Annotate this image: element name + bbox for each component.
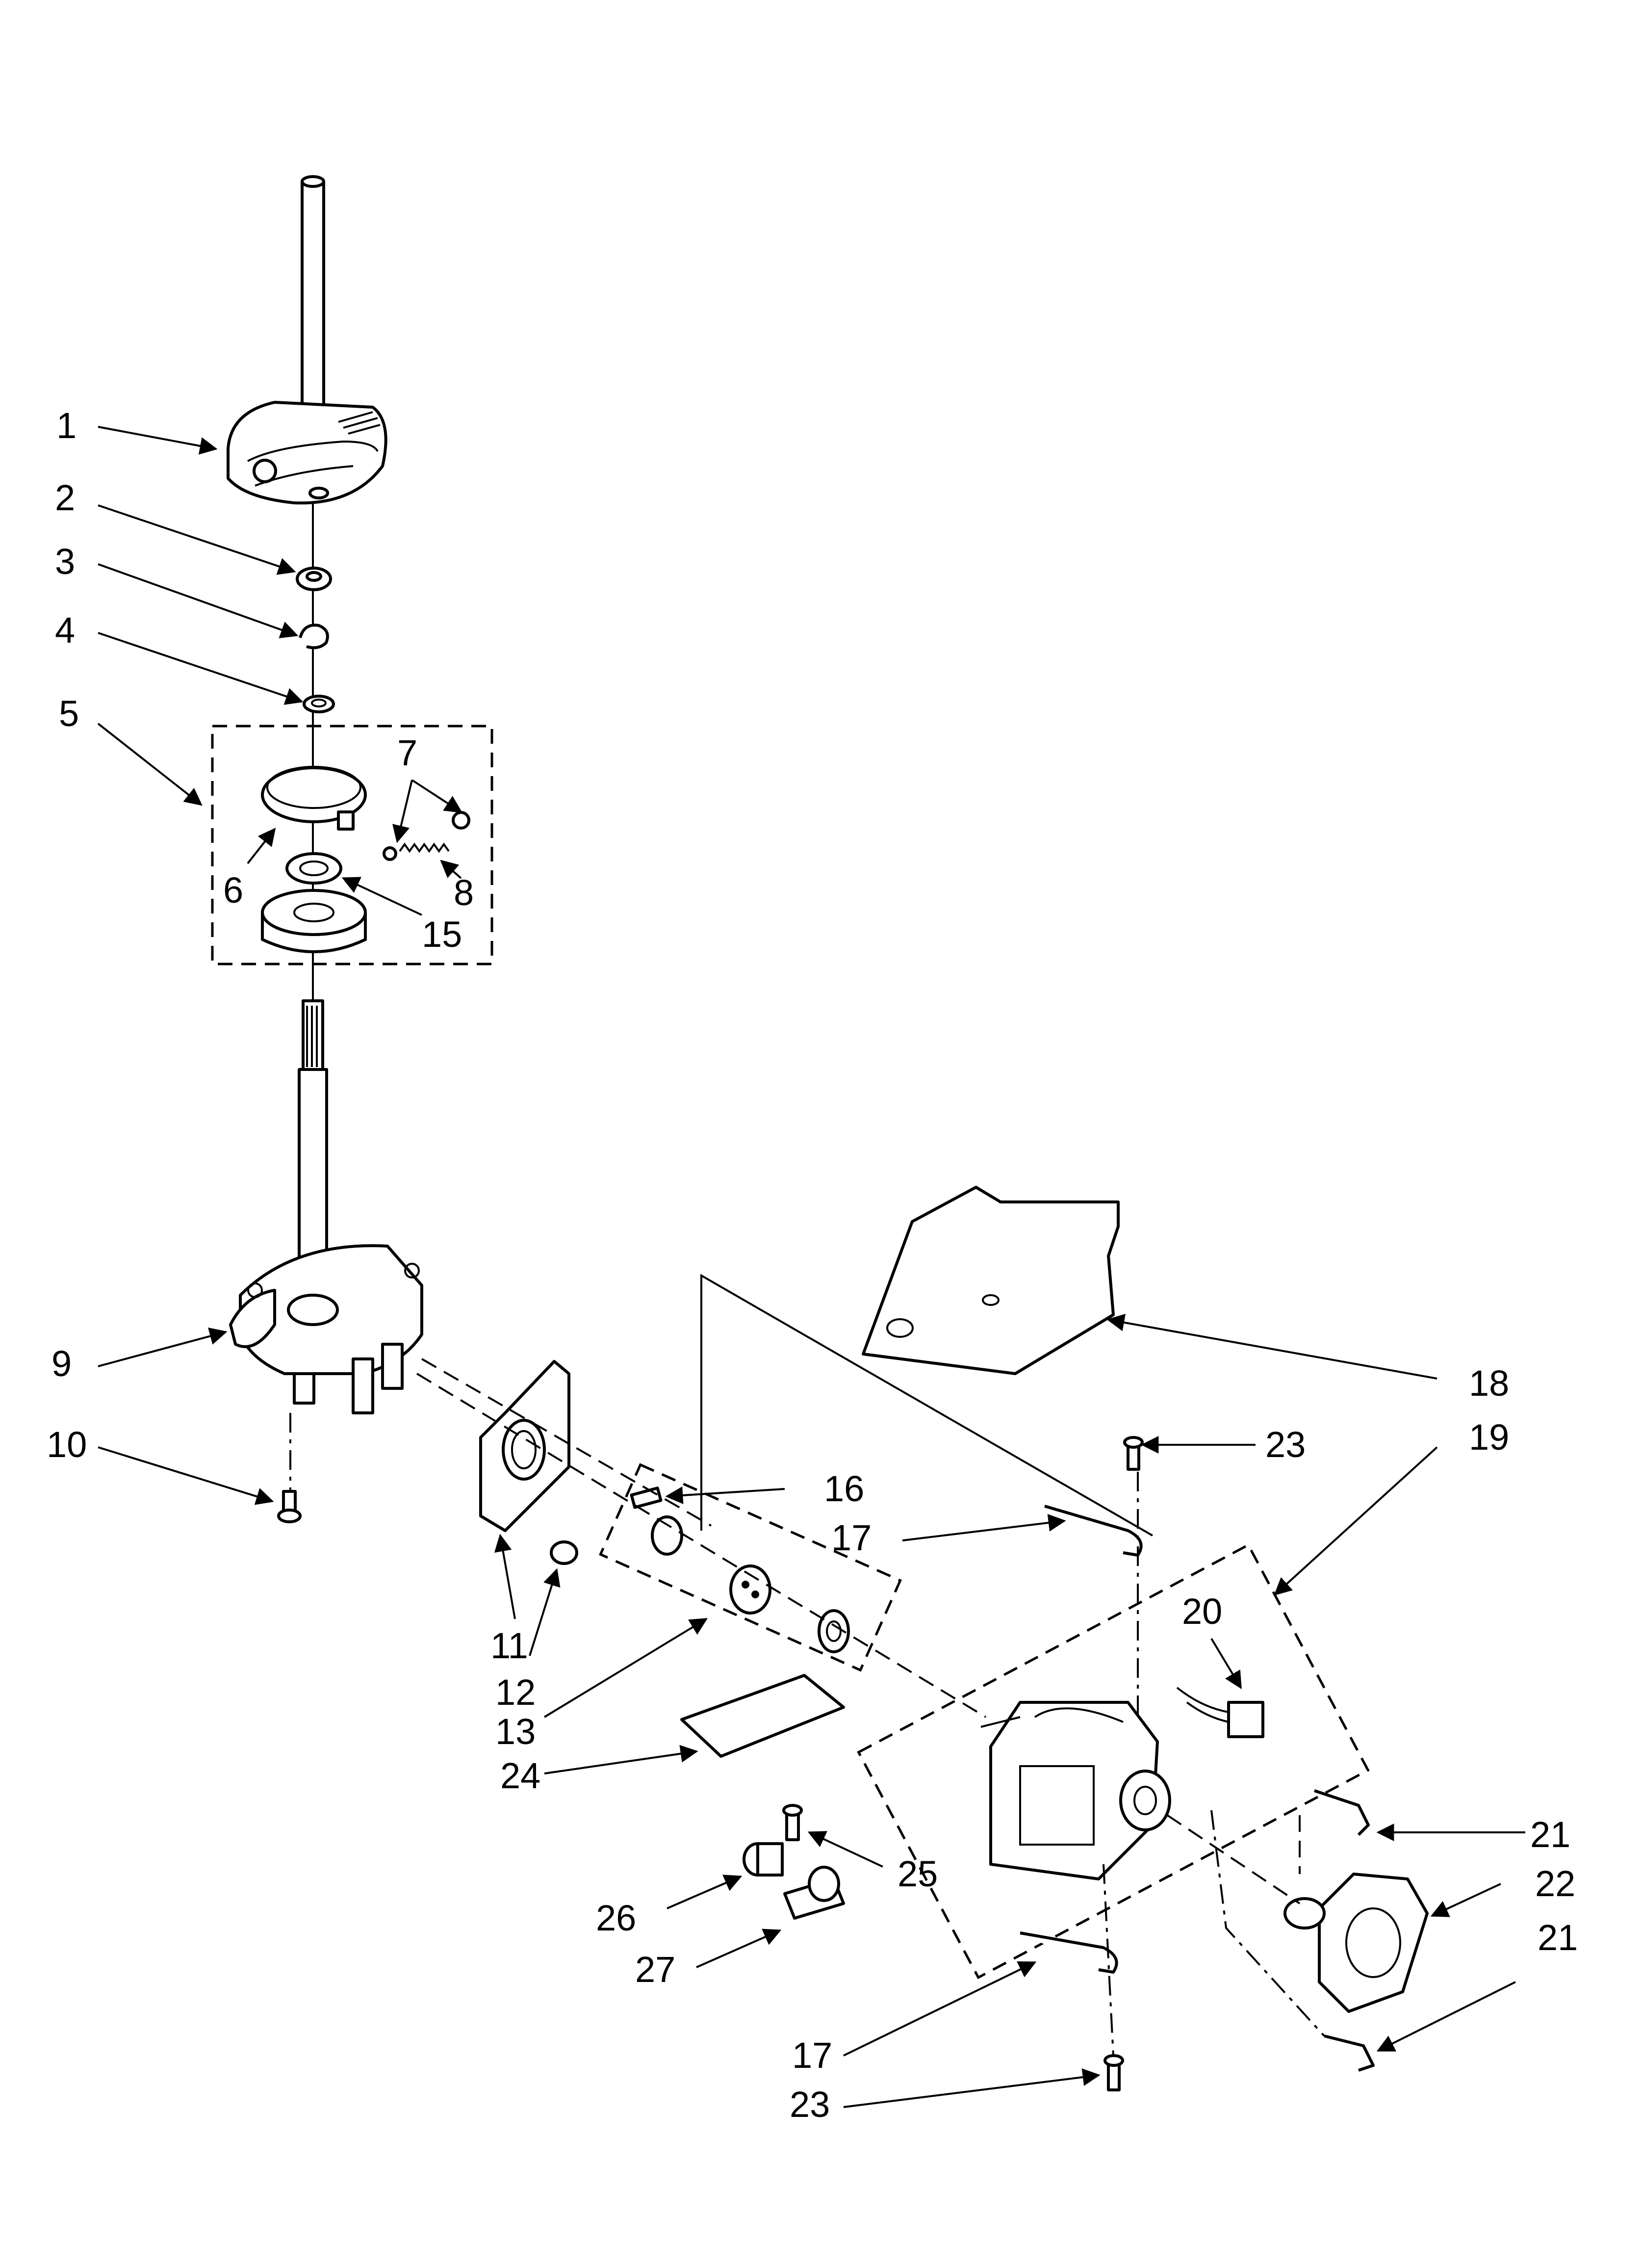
part-24-pad [680,1674,845,1758]
part-17-clip-upper [1044,1505,1143,1557]
callout-24: 24 [500,1755,540,1796]
part-25-screw [782,1804,803,1841]
callout-1: 1 [56,405,77,446]
callout-9: 9 [51,1343,72,1384]
callout-26: 26 [596,1898,636,1938]
part-4-ring [303,695,335,713]
callout-18: 18 [1469,1363,1509,1404]
part-16-bolt [630,1486,663,1509]
part-9-gearcase [229,1244,423,1414]
part-18-shield [862,1186,1120,1375]
leader-lines [97,426,1525,2108]
part-22-pump [1283,1873,1429,2013]
part-11-mount-plate [479,1360,570,1532]
assembly-lines [416,1274,1325,2056]
part-21-clip-lower [1324,2034,1375,2072]
callout-15: 15 [422,914,462,955]
callout-13: 13 [495,1711,536,1752]
callout-5: 5 [59,693,79,734]
callout-17-upper: 17 [831,1517,872,1558]
motor-box [857,1543,1370,1980]
part-21-clip-upper [1314,1789,1370,1836]
callout-17-lower: 17 [792,2035,832,2076]
callout-12: 12 [495,1672,536,1713]
part-19-motor [980,1701,1171,1880]
part-1-cam-assembly [227,401,387,505]
callout-16: 16 [824,1468,864,1509]
callout-2: 2 [55,477,75,518]
clutch-drum [261,889,367,953]
callout-27: 27 [635,1949,675,1990]
part-12-bumper [550,1540,578,1565]
part-15-hub-ring [285,852,342,885]
part-13-coupler [651,1515,850,1653]
callout-21-lower: 21 [1538,1917,1578,1958]
callout-19: 19 [1469,1417,1509,1458]
callout-7: 7 [397,732,417,773]
part-23-screw-lower [1103,2054,1124,2091]
agitator-shaft-lower [298,999,328,1292]
coupler-box [599,1463,902,1672]
part-26-grommet [743,1842,784,1877]
part-20-switch [1176,1687,1264,1738]
callout-11: 11 [490,1625,528,1666]
callout-6: 6 [223,870,243,911]
callout-3: 3 [55,541,75,582]
part-3-clip [299,624,329,650]
part-7-8-spring [383,811,470,861]
callout-8: 8 [454,872,474,913]
callout-20: 20 [1182,1591,1222,1632]
part-2-washer [296,567,332,591]
callout-4: 4 [55,610,75,651]
part-17-clip-lower [1020,1931,1118,1974]
part-10-screw [277,1490,302,1523]
part-27-clamp [783,1866,845,1920]
callout-22: 22 [1535,1863,1575,1904]
part-6-clutch-band [261,766,367,831]
callout-10: 10 [47,1424,87,1465]
callout-23-upper: 23 [1265,1424,1306,1465]
callout-labels: 1 2 3 4 5 6 7 8 15 9 10 11 12 13 16 17 2… [47,405,1578,2125]
callout-25: 25 [898,1853,938,1894]
callout-21-upper: 21 [1530,1814,1570,1855]
callout-23-lower: 23 [790,2084,830,2125]
part-23-screw-upper [1123,1436,1144,1471]
